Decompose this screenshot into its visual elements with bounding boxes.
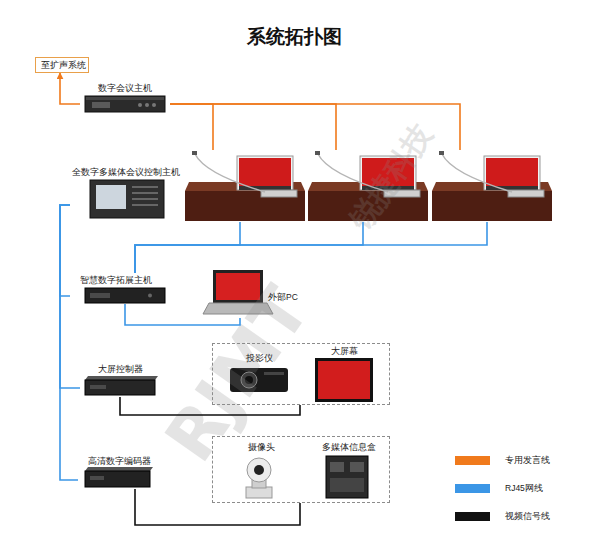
node-label: 外部PC [268,292,303,303]
conference-unit [432,151,552,221]
control-host-node: 全数字多媒体会议控制主机 [70,166,182,220]
display-screen-node: 大屏幕 [313,346,375,404]
cable-connector [60,205,78,480]
node-label: 大屏幕 [313,346,375,357]
info-box-device [326,456,368,498]
node-label: 摄像头 [235,442,287,453]
cable-connector [120,397,300,415]
display-screen-device [315,358,373,402]
node-label: 数字会议主机 [80,83,170,94]
conference-unit [185,151,305,221]
cable-connector [170,104,213,150]
diagram-title: 系统拓扑图 [0,24,589,50]
legend-label: 视频信号线 [505,511,550,522]
expansion-host-node: 智慧数字拓展主机 [70,273,170,304]
target-system-box: 至扩声系统 [35,57,89,73]
node-label: 多媒体信息盒 [313,442,385,453]
screen-controller-node: 大屏控制器 [80,363,160,397]
legend-swatch [455,512,490,521]
legend-row: 视频信号线 [455,510,565,524]
conference-host-node: 数字会议主机 [80,82,170,114]
projector-node: 投影仪 [227,353,291,405]
camera-device [246,458,272,498]
cable-connector [170,104,336,150]
legend-swatch [455,484,490,493]
watermark-text: RJMT [150,273,325,475]
legend-swatch [455,456,490,465]
legend-label: RJ45网线 [505,483,543,494]
cable-connector [125,304,240,325]
camera-node: 摄像头 [235,441,287,503]
expansion-host-device [85,288,165,303]
encoder-device [85,467,153,487]
cable-connector [170,104,460,150]
cable-connector [135,222,363,273]
device-group-box: 摄像头 多媒体信息盒 [212,436,390,503]
screen-controller-device [85,376,158,395]
node-label: 高清数字编码器 [78,456,160,467]
cable-connector [135,222,240,273]
conference-unit-node [308,150,428,222]
node-label: 至扩声系统 [36,60,90,71]
laptop-node: 外部PC [203,266,303,318]
conference-unit-node [432,150,552,222]
info-box-node: 多媒体信息盒 [313,441,385,503]
conference-unit-node [185,150,305,222]
legend-label: 专用发言线 [505,455,550,466]
cable-connector [135,222,487,273]
node-label: 大屏控制器 [80,364,160,375]
node-label: 智慧数字拓展主机 [70,275,162,286]
conference-host-device [85,96,165,112]
cable-connector [60,73,80,104]
legend-row: 专用发言线 [455,454,565,468]
node-label: 全数字多媒体会议控制主机 [70,167,182,178]
encoder-node: 高清数字编码器 [78,455,160,489]
cable-connector [60,205,70,296]
legend-row: RJ45网线 [455,482,565,496]
cable-connector [60,205,80,388]
control-host-device [90,180,164,218]
device-group-box: 投影仪 大屏幕 [212,343,390,405]
node-label: 投影仪 [227,353,291,364]
cable-connector [135,489,300,525]
